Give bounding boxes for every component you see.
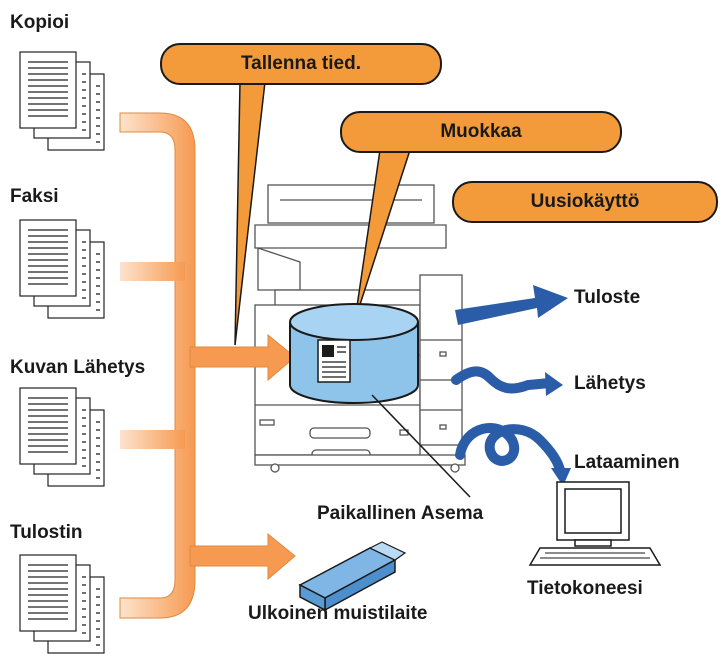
image-send-label: Kuvan Lähetys (10, 357, 146, 378)
usb-memory-icon (298, 541, 407, 612)
print-output-label: Tuloste (574, 287, 641, 308)
send-arrow-head (545, 372, 563, 396)
local-drive-leader-line (371, 394, 471, 498)
download-output-label: Lataaminen (574, 452, 680, 473)
fax-label: Faksi (10, 186, 59, 207)
printer-label: Tulostin (10, 522, 83, 543)
download-arrow-head (551, 468, 571, 486)
document-stack-printer (19, 554, 105, 654)
computer-icon (528, 481, 662, 566)
document-stack-fax (19, 219, 105, 319)
download-arrow-icon (455, 423, 565, 475)
copy-label: Kopioi (10, 12, 70, 33)
external-memory-label: Ulkoinen muistilaite (248, 603, 428, 624)
reuse-bubble: Uusiokäyttö (452, 181, 718, 223)
document-stack-image-send (19, 387, 105, 487)
local-drive-label: Paikallinen Asema (317, 503, 484, 524)
edit-bubble: Muokkaa (340, 111, 622, 153)
input-flow-bracket (119, 112, 296, 619)
print-arrow-icon (455, 285, 568, 325)
send-arrow-icon (451, 366, 555, 394)
document-stack-copy (19, 51, 105, 151)
computer-label: Tietokoneesi (527, 578, 643, 599)
save-file-bubble: Tallenna tied. (160, 43, 442, 85)
local-drive-icon (289, 303, 419, 404)
send-output-label: Lähetys (574, 373, 646, 394)
